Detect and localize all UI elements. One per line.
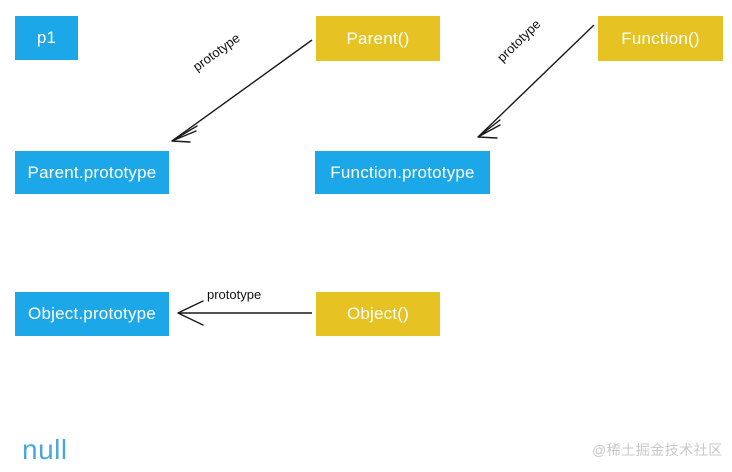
node-parent-prototype[interactable]: Parent.prototype: [15, 151, 169, 194]
node-object-prototype[interactable]: Object.prototype: [15, 292, 169, 336]
edge-label-function-prototype: prototype: [494, 16, 544, 65]
edge-object-to-object-prototype: [177, 300, 312, 326]
node-function-function[interactable]: Function(): [598, 16, 723, 61]
edge-parent-to-parent-prototype: [171, 39, 313, 143]
edge-function-to-function-prototype: [477, 24, 595, 139]
node-object-function[interactable]: Object(): [316, 292, 440, 336]
node-p1[interactable]: p1: [15, 16, 78, 60]
watermark-label: @稀土掘金技术社区: [592, 442, 723, 458]
node-function-prototype[interactable]: Function.prototype: [315, 151, 490, 194]
null-terminator-label: null: [22, 434, 68, 465]
edge-label-parent-prototype: prototype: [190, 30, 243, 75]
node-parent-function[interactable]: Parent(): [316, 16, 440, 61]
edge-label-object-prototype: prototype: [207, 287, 262, 302]
